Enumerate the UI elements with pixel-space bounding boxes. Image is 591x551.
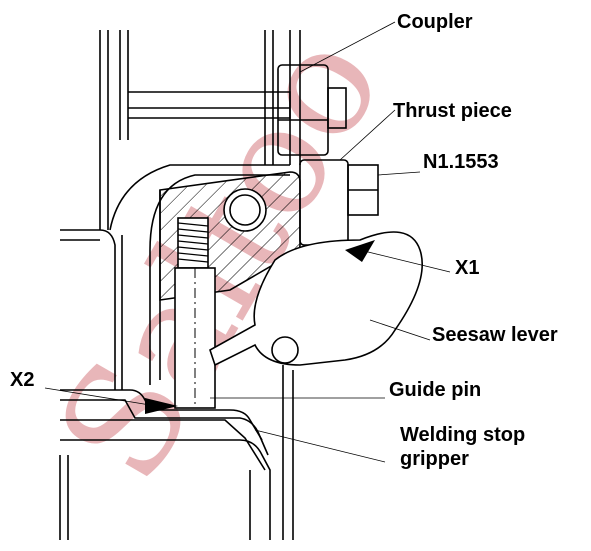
- label-coupler: Coupler: [397, 11, 473, 33]
- coupler-bolt: [277, 64, 329, 156]
- label-x2: X2: [10, 369, 35, 391]
- leader-part-number: [377, 171, 421, 176]
- x1-arrow: [345, 240, 375, 262]
- leader-thrust-piece: [339, 109, 396, 161]
- seesaw-pivot: [271, 336, 299, 364]
- leader-coupler: [299, 21, 396, 73]
- leader-seesaw-lever: [369, 319, 431, 341]
- leader-x2: [44, 387, 151, 406]
- welding-stop-gripper: [60, 439, 271, 540]
- label-x1: X1: [455, 257, 480, 279]
- leader-x1: [359, 249, 451, 273]
- label-gripper: gripper: [400, 448, 469, 470]
- label-guide-pin: Guide pin: [389, 379, 482, 401]
- lower-housing: [60, 389, 263, 441]
- label-seesaw-lever: Seesaw lever: [432, 324, 558, 346]
- seesaw-lever: [209, 231, 423, 367]
- label-part-number: N1.1553: [423, 151, 499, 173]
- label-thrust-piece: Thrust piece: [393, 100, 512, 122]
- housing-outer: [109, 164, 290, 231]
- leader-welding-stop: [254, 429, 386, 463]
- label-welding-stop: Welding stop: [400, 424, 526, 446]
- x2-arrow: [145, 398, 178, 414]
- thrust-piece-block: [299, 159, 349, 246]
